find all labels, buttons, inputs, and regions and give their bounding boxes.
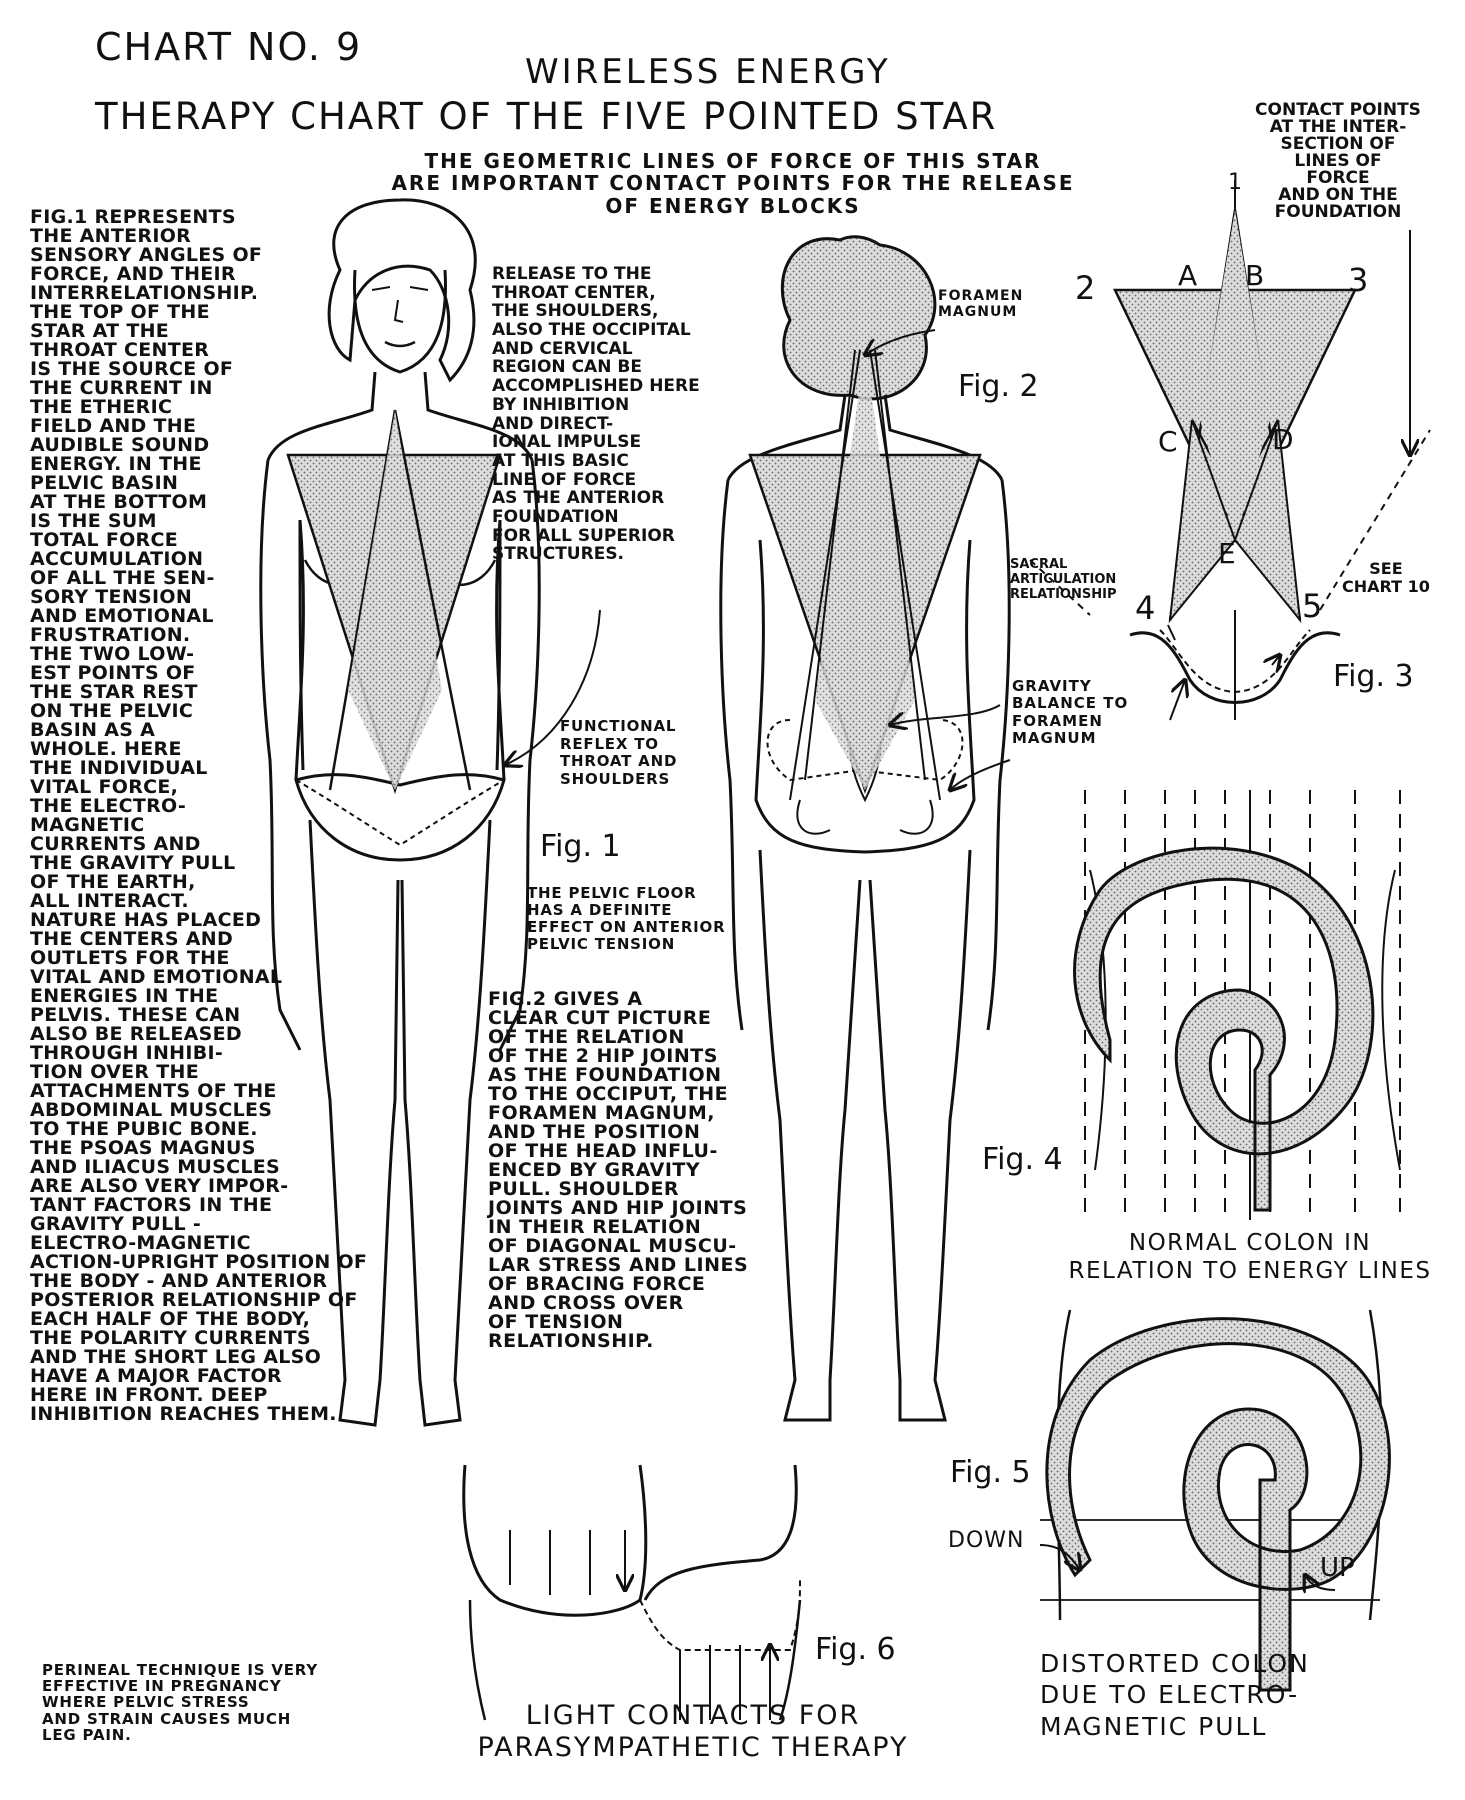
fig3-point-4: 4 xyxy=(1135,589,1156,627)
fig2-sacral-label: SACRAL ARTICULATION RELATIONSHIP xyxy=(1010,557,1117,602)
fig3-star-diagram xyxy=(1113,180,1431,721)
fig2-pelvis xyxy=(766,719,964,782)
fig1-hair xyxy=(327,198,477,383)
fig4-label: Fig. 4 xyxy=(982,1142,1063,1177)
fig3-point-c: C xyxy=(1158,425,1178,458)
fig2-label: Fig. 2 xyxy=(958,369,1039,404)
fig3-point-e: E xyxy=(1218,537,1236,570)
fig1-left-arm xyxy=(259,459,302,1051)
fig1-front-figure xyxy=(259,198,541,1427)
fig1-face xyxy=(353,269,447,374)
fig6-caption: LIGHT CONTACTS FOR PARASYMPATHETIC THERA… xyxy=(477,1700,909,1763)
fig2-foramen-label: FORAMEN MAGNUM xyxy=(938,288,1024,321)
fig3-label: Fig. 3 xyxy=(1333,659,1414,694)
fig1-release-text: RELEASE TO THE THROAT CENTER, THE SHOULD… xyxy=(492,264,700,565)
left-column-text: FIG.1 REPRESENTS THE ANTERIOR SENSORY AN… xyxy=(30,206,368,1425)
fig5-label: Fig. 5 xyxy=(950,1455,1031,1490)
fig1-legs xyxy=(308,819,400,1427)
fig3-point-3: 3 xyxy=(1348,261,1369,299)
fig3-contact-points: CONTACT POINTS AT THE INTER- SECTION OF … xyxy=(1255,100,1421,222)
fig3-point-2: 2 xyxy=(1075,269,1096,307)
fig2-hair xyxy=(780,235,937,401)
fig3-point-1: 1 xyxy=(1228,170,1242,195)
fig4-colon xyxy=(1073,846,1375,1212)
fig3-point-5: 5 xyxy=(1302,587,1323,625)
fig5-colon xyxy=(1039,1309,1391,1692)
page-subtitle: THE GEOMETRIC LINES OF FORCE OF THIS STA… xyxy=(391,149,1075,218)
fig1-functional-reflex: FUNCTIONAL REFLEX TO THROAT AND SHOULDER… xyxy=(560,717,678,789)
fig2-back-figure xyxy=(719,235,1011,1422)
fig-leader-lines xyxy=(505,329,1091,790)
fig6-contacts xyxy=(462,1464,802,1721)
fig3-point-a: A xyxy=(1178,259,1198,292)
fig5-caption: DISTORTED COLON DUE TO ELECTRO- MAGNETIC… xyxy=(1040,1649,1310,1741)
page-title-line1: WIRELESS ENERGY xyxy=(525,52,891,92)
fig1-right-arm xyxy=(498,459,541,1051)
perineal-note: PERINEAL TECHNIQUE IS VERY EFFECTIVE IN … xyxy=(42,1661,318,1744)
fig3-point-b: B xyxy=(1245,259,1265,292)
fig2-description: FIG.2 GIVES A CLEAR CUT PICTURE OF THE R… xyxy=(488,988,749,1352)
chart-number: CHART NO. 9 xyxy=(95,25,363,69)
fig5-up-label: UP xyxy=(1320,1553,1355,1583)
fig6-label: Fig. 6 xyxy=(815,1632,896,1667)
fig1-pelvic-floor: THE PELVIC FLOOR HAS A DEFINITE EFFECT O… xyxy=(527,884,726,954)
page-title-line2: THERAPY CHART OF THE FIVE POINTED STAR xyxy=(95,95,998,138)
fig1-briefs xyxy=(294,773,506,862)
fig2-star xyxy=(748,349,982,801)
fig1-star xyxy=(286,409,502,795)
fig4-caption: NORMAL COLON IN RELATION TO ENERGY LINES xyxy=(1068,1230,1432,1284)
fig5-down-label: DOWN xyxy=(948,1528,1025,1553)
fig2-gravity-label: GRAVITY BALANCE TO FORAMEN MAGNUM xyxy=(1012,677,1129,747)
fig1-label: Fig. 1 xyxy=(540,829,621,864)
fig3-point-d: D xyxy=(1272,423,1294,456)
fig3-see-chart: SEE CHART 10 xyxy=(1342,559,1430,597)
